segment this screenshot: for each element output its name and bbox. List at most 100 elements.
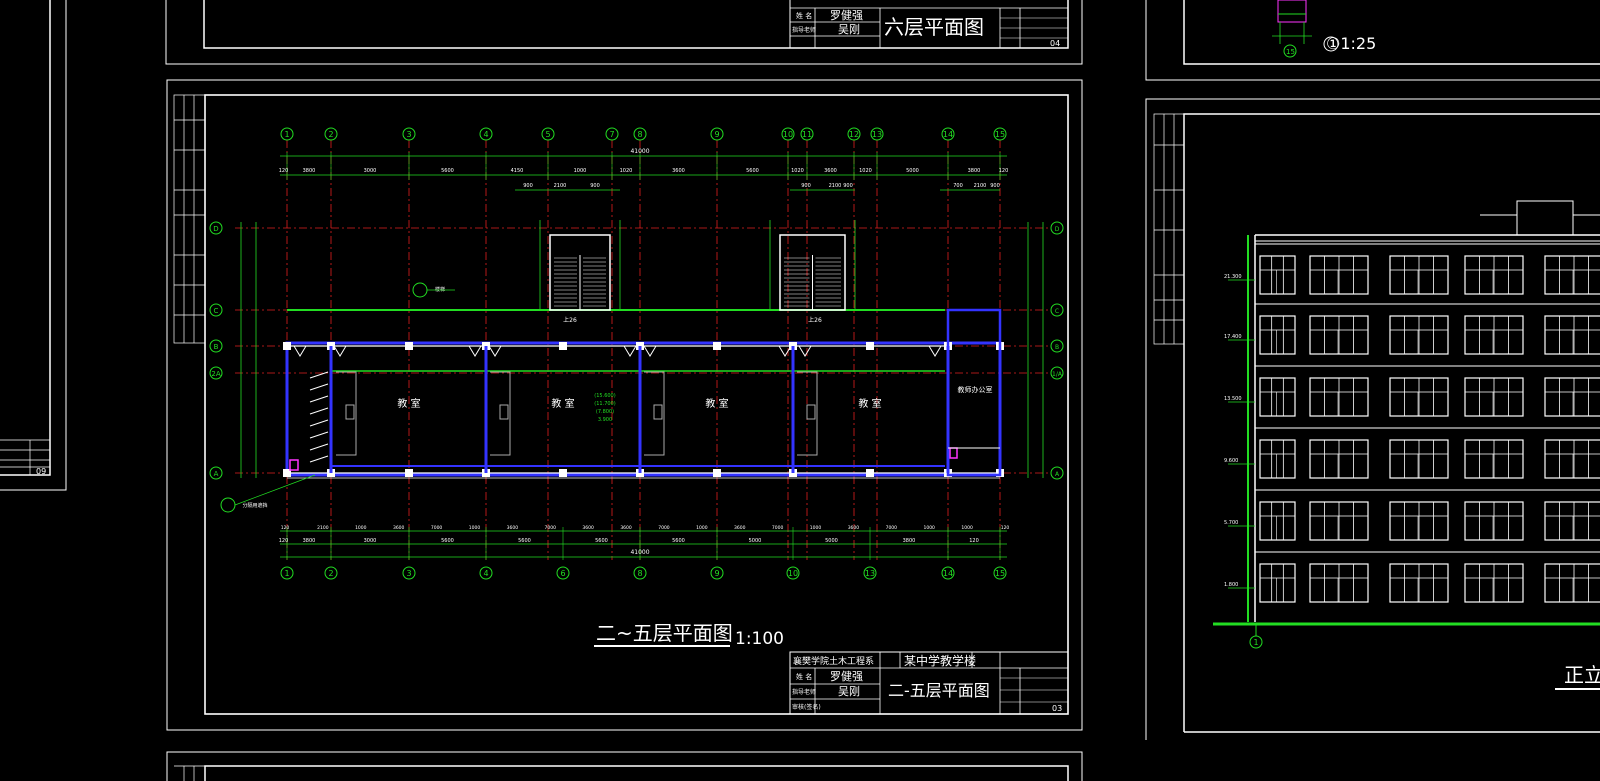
axis-bubble-label: 15 xyxy=(995,130,1005,139)
dim-text: 1000 xyxy=(961,525,973,531)
axis-bubble-label: 9 xyxy=(714,130,719,139)
axis-bubble xyxy=(847,127,861,141)
stair-up-label: 上26 xyxy=(808,316,822,324)
dim-text: 3800 xyxy=(303,168,316,174)
top-sheet-number: 04 xyxy=(1050,39,1060,48)
window xyxy=(1259,501,1296,541)
elevation-margin-block xyxy=(1153,113,1185,345)
elevation-title: 正立 xyxy=(1564,663,1600,687)
dim-text: 5600 xyxy=(672,538,685,544)
office-label: 教师办公室 xyxy=(958,385,993,394)
column xyxy=(713,342,721,350)
axis-bubble xyxy=(1050,466,1064,480)
door-swing xyxy=(468,345,482,357)
axis-bubble xyxy=(941,566,955,580)
stair-tread xyxy=(309,455,329,463)
window xyxy=(1544,315,1600,355)
stair-tread xyxy=(309,431,329,439)
stair-tread xyxy=(309,419,329,427)
axis-bubble xyxy=(209,303,223,317)
dim-text: 1000 xyxy=(355,525,367,531)
top-sheet-title: 六层平面图 xyxy=(884,15,984,39)
axis-bubble xyxy=(800,127,814,141)
classroom-label: 教 室 xyxy=(705,397,728,410)
desk xyxy=(806,404,816,420)
column xyxy=(559,342,567,350)
office-wall xyxy=(946,308,1002,477)
axis-bubble xyxy=(209,466,223,480)
dim-text: 3600 xyxy=(620,525,632,531)
axis-bubble xyxy=(633,566,647,580)
stair-tread xyxy=(309,371,329,379)
dim-text: 1020 xyxy=(859,168,872,174)
dim-text: 3800 xyxy=(968,168,981,174)
right-top-detail: ①1:25 xyxy=(1326,34,1376,53)
dim-text: 5000 xyxy=(825,538,838,544)
dim-text: 1020 xyxy=(620,168,633,174)
axis-bubble-label: 13 xyxy=(865,569,875,578)
axis-bubble-label: 1 xyxy=(284,569,289,578)
classroom-label: 教 室 xyxy=(551,397,574,410)
top-title-block: 姓 名 罗健强 指导老师 吴刚 六层平面图 04 xyxy=(789,0,1068,48)
top-sheet: 姓 名 罗健强 指导老师 吴刚 六层平面图 04 xyxy=(165,0,1083,65)
dim-text: 900 xyxy=(990,183,1000,189)
axis-bubble-label: B xyxy=(214,343,219,351)
axis-bubble-label: 14 xyxy=(943,569,953,578)
window xyxy=(1544,377,1600,417)
column xyxy=(866,342,874,350)
drawing-scale: 1:100 xyxy=(735,629,784,649)
axis-bubble xyxy=(402,566,416,580)
window xyxy=(1259,255,1296,295)
dim-text: 120 xyxy=(279,538,289,544)
dim-text: 7000 xyxy=(772,525,784,531)
axis-bubble-label: 7 xyxy=(609,130,614,139)
dim-text: 900 xyxy=(843,183,853,189)
axis-bubble-label: 10 xyxy=(783,130,793,139)
dim-text: 2100 xyxy=(554,183,567,189)
door-swing xyxy=(798,345,812,357)
level-note: (15.600) xyxy=(594,393,615,399)
window xyxy=(1259,563,1296,603)
tb-review-label: 审核(签名) xyxy=(792,703,821,711)
axis-bubble xyxy=(993,127,1007,141)
axis-bubble xyxy=(209,221,223,235)
axis-bubble-label: C xyxy=(1055,308,1059,315)
axis-bubble xyxy=(710,566,724,580)
platform xyxy=(797,371,818,456)
tb-school: 襄樊学院土木工程系 xyxy=(793,655,874,667)
axis-bubble-label: 5 xyxy=(545,130,550,139)
dim-text: 1020 xyxy=(791,168,804,174)
dim-text: 700 xyxy=(953,183,963,189)
axis-bubble xyxy=(1249,635,1263,649)
drawing-title: 二~五层平面图 xyxy=(596,621,733,645)
main-title-block: 襄樊学院土木工程系 某中学教学楼 姓 名 罗健强 指导老师 吴刚 审核(签名) … xyxy=(789,651,1069,715)
axis-bubble-label: 6 xyxy=(560,569,565,578)
drawing-title-group: 二~五层平面图 1:100 xyxy=(594,621,784,649)
axis-bubble xyxy=(324,566,338,580)
tb-project: 某中学教学楼 xyxy=(904,653,976,668)
axis-bubble-label: 1 xyxy=(284,130,289,139)
window xyxy=(1259,439,1296,479)
axis-bubble-label: 14 xyxy=(943,130,953,139)
dim-text: 5600 xyxy=(746,168,759,174)
column xyxy=(283,469,291,477)
dim-text: 3000 xyxy=(364,168,377,174)
axis-bubble-label: 3 xyxy=(406,569,411,578)
dim-text: 3600 xyxy=(734,525,746,531)
classroom-label: 教 室 xyxy=(858,397,881,410)
level-label: 21.300 xyxy=(1224,274,1242,280)
dim-text: 3000 xyxy=(364,538,377,544)
dim-text: 5600 xyxy=(518,538,531,544)
window xyxy=(1544,439,1600,479)
dim-text: 1000 xyxy=(469,525,481,531)
window xyxy=(1544,255,1600,295)
door-swing xyxy=(333,345,347,357)
dim-text: 5600 xyxy=(441,168,454,174)
dim-text: 7000 xyxy=(431,525,443,531)
door-swing xyxy=(928,345,942,357)
axis-bubble-label: 11 xyxy=(802,130,812,139)
dim-text: 2100 xyxy=(317,525,329,531)
